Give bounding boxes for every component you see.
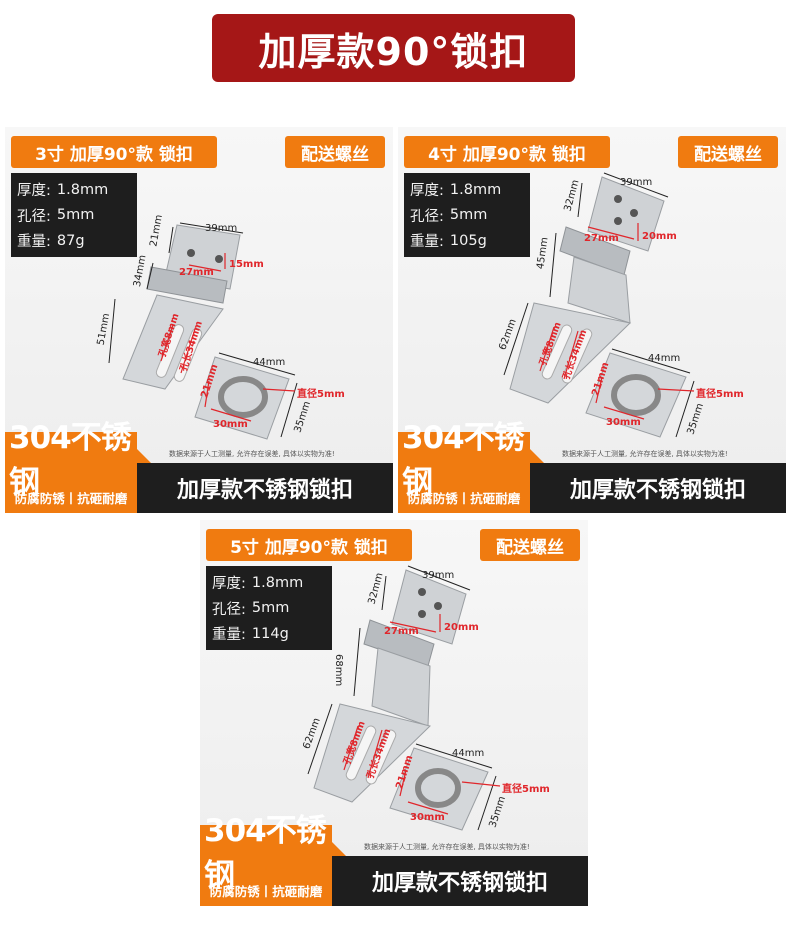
dim-ring-height: 35mm [686, 402, 706, 436]
material-badge: 304不锈钢 防腐防锈丨抗砸耐磨 [5, 420, 137, 513]
dim-hole-span: 27mm [179, 267, 214, 278]
spec-thickness: 厚度:1.8mm [212, 574, 304, 593]
dim-hole-span: 27mm [584, 233, 619, 244]
dim-hole-offset: 15mm [229, 259, 264, 270]
spec-hole: 孔径:5mm [17, 207, 95, 225]
product-banner: 加厚款不锈钢锁扣 [137, 463, 393, 513]
spec-thickness: 厚度:1.8mm [17, 181, 109, 200]
dim-ring-diameter: 直径5mm [297, 387, 345, 400]
spec-hole: 孔径:5mm [212, 600, 290, 618]
material-label: 304不锈钢 [204, 813, 327, 894]
dim-ring-diameter: 直径5mm [502, 782, 550, 795]
spec-box: 厚度:1.8mm 孔径:5mm 重量:87g [11, 173, 137, 257]
hasp-diagram: 39mm 32mm 27mm 20mm 45mm 62mm 孔宽8mm 孔长34… [497, 172, 744, 438]
screw-tag: 配送螺丝 [285, 136, 385, 168]
dim-hole-offset: 20mm [642, 231, 677, 242]
spec-weight: 重量:114g [212, 625, 289, 644]
dim-ring-span: 30mm [213, 419, 248, 430]
hasp-diagram: 39mm 32mm 27mm 20mm 68mm 62mm 孔宽8mm 孔长34… [301, 565, 550, 831]
material-badge: 304不锈钢 防腐防锈丨抗砸耐磨 [398, 420, 530, 513]
dim-top-height: 21mm [148, 214, 164, 248]
product-panel-4inch: 39mm 32mm 27mm 20mm 45mm 62mm 孔宽8mm 孔长34… [398, 127, 786, 513]
product-panel-5inch: 39mm 32mm 27mm 20mm 68mm 62mm 孔宽8mm 孔长34… [200, 520, 588, 906]
spec-weight: 重量:87g [17, 232, 85, 251]
product-panel-3inch: 39mm 21mm 27mm 15mm 34mm 51mm 孔宽8mm 孔长34… [5, 127, 393, 513]
dim-base-height: 62mm [497, 318, 518, 352]
screw-tag: 配送螺丝 [678, 136, 778, 168]
dim-base-height: 51mm [96, 312, 112, 346]
dim-ring-diameter: 直径5mm [696, 387, 744, 400]
size-tag: 3寸 加厚90°款 锁扣 [11, 136, 217, 168]
material-badge: 304不锈钢 防腐防锈丨抗砸耐磨 [200, 813, 332, 906]
spec-box: 厚度:1.8mm 孔径:5mm 重量:105g [404, 173, 530, 257]
dim-ring-height: 35mm [293, 400, 313, 434]
dim-hinge-height: 34mm [132, 254, 148, 288]
material-features: 防腐防锈丨抗砸耐磨 [14, 490, 128, 506]
material-label: 304不锈钢 [402, 420, 525, 501]
dim-ring-width: 44mm [253, 357, 285, 368]
spec-weight: 重量:105g [410, 232, 487, 251]
measurement-note: 数据来源于人工测量, 允许存在误差, 具体以实物为准! [169, 450, 335, 458]
spec-box: 厚度:1.8mm 孔径:5mm 重量:114g [206, 566, 332, 650]
dim-hole-span: 27mm [384, 626, 419, 637]
dim-top-width: 39mm [205, 223, 237, 234]
material-label: 304不锈钢 [9, 420, 132, 501]
spec-hole: 孔径:5mm [410, 207, 488, 225]
dim-base-height: 62mm [301, 717, 322, 751]
dim-top-width: 39mm [422, 570, 454, 581]
hasp-diagram: 39mm 21mm 27mm 15mm 34mm 51mm 孔宽8mm 孔长34… [96, 214, 345, 440]
dim-hinge-height: 68mm [333, 654, 344, 686]
screw-tag: 配送螺丝 [480, 529, 580, 561]
material-features: 防腐防锈丨抗砸耐磨 [209, 883, 323, 899]
dim-ring-width: 44mm [648, 353, 680, 364]
measurement-note: 数据来源于人工测量, 允许存在误差, 具体以实物为准! [562, 450, 728, 458]
size-tag: 4寸 加厚90°款 锁扣 [404, 136, 610, 168]
dim-top-width: 39mm [620, 177, 652, 188]
dim-hole-offset: 20mm [444, 622, 479, 633]
material-features: 防腐防锈丨抗砸耐磨 [407, 490, 521, 506]
dim-ring-span: 30mm [606, 417, 641, 428]
spec-thickness: 厚度:1.8mm [410, 181, 502, 200]
measurement-note: 数据来源于人工测量, 允许存在误差, 具体以实物为准! [364, 843, 530, 851]
product-banner: 加厚款不锈钢锁扣 [530, 463, 786, 513]
dim-hinge-height: 45mm [535, 236, 550, 269]
page-title: 加厚款90°锁扣 [212, 14, 575, 82]
dim-ring-width: 44mm [452, 748, 484, 759]
size-tag: 5寸 加厚90°款 锁扣 [206, 529, 412, 561]
product-banner: 加厚款不锈钢锁扣 [332, 856, 588, 906]
dim-ring-height: 35mm [488, 795, 508, 829]
dim-ring-span: 30mm [410, 812, 445, 823]
